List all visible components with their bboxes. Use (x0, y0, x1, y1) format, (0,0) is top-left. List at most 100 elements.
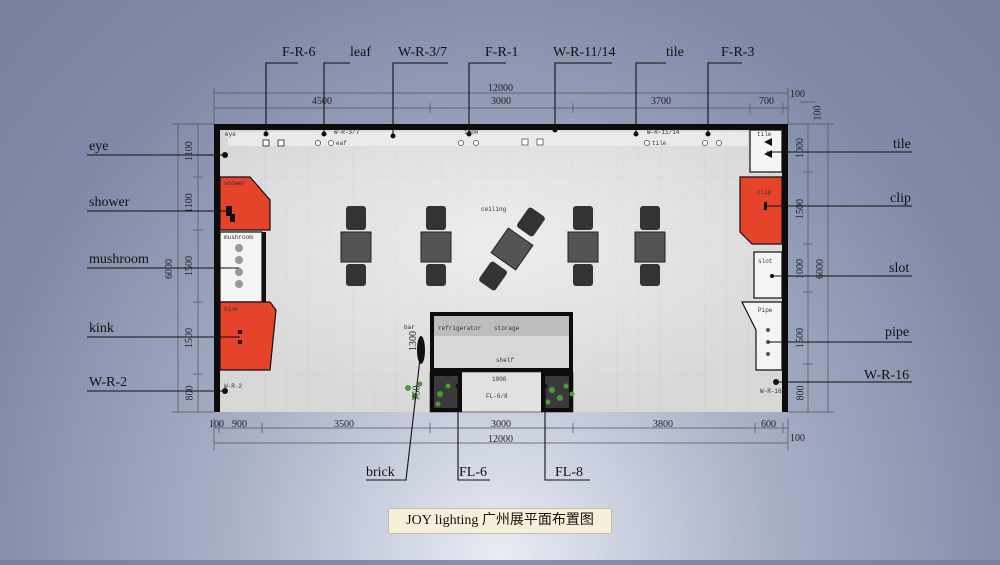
dim-right-seg-5: 800 (795, 385, 807, 401)
dim-left-total: 6000 (164, 259, 175, 279)
dim-bottom-seg-7: 100 (790, 433, 805, 444)
callout-top-w-r-11-14: W-R-11/14 (553, 45, 616, 60)
callout-bottom-brick: brick (366, 465, 395, 480)
clip-booth (739, 176, 783, 245)
tile-fixtures (764, 138, 772, 158)
plan-label-fl-6-8: FL-6/8 (486, 393, 508, 400)
top-light-strip (228, 132, 748, 146)
dim-inner-1000-bottom: 1000 (492, 376, 507, 383)
plan-label-shelf: shelf (496, 357, 515, 364)
plan-label-shower: shower (224, 180, 246, 187)
dim-top-right-v: 100 (812, 105, 824, 121)
callout-left-eye: eye (89, 139, 109, 154)
callout-top-f-r-6: F-R-6 (282, 45, 316, 60)
dim-right-seg-3: 1000 (795, 259, 806, 279)
dim-top-seg-5: 100 (790, 89, 805, 100)
callout-left-w-r-2: W-R-2 (89, 375, 128, 390)
mushroom-light-3 (235, 268, 243, 276)
plan-label-pipe: Pipe (758, 307, 773, 314)
callout-top-f-r-3: F-R-3 (721, 45, 755, 60)
slot-booth (753, 251, 783, 299)
leader-dots (263, 127, 711, 389)
top-fixtures (262, 138, 722, 147)
plan-label-refrigerator: refrigerator (438, 325, 482, 332)
dim-left-seg-3: 1500 (184, 256, 195, 276)
callout-right-slot: slot (889, 261, 910, 276)
plan-label-w-r-16: W-R-16 (760, 388, 782, 395)
pipe-booth (741, 301, 783, 371)
dim-left-seg-5: 800 (184, 385, 196, 401)
storage-block (417, 312, 574, 413)
dim-inner-750: 750 (411, 385, 423, 401)
plan-label-w-r-11-14: W-R-11/14 (647, 129, 680, 136)
dim-bottom-seg-4: 3000 (491, 419, 511, 430)
dim-top-seg-1: 4500 (312, 96, 332, 107)
pipe-fixture-3 (766, 352, 770, 356)
callout-right-tile: tile (893, 137, 911, 152)
callout-right-pipe: pipe (885, 325, 910, 340)
callout-left-shower: shower (89, 195, 130, 210)
table-3-rotated (479, 207, 545, 291)
mushroom-booth-edge (262, 232, 266, 302)
plan-label-slot: slot (758, 258, 773, 265)
mushroom-light-4 (235, 280, 243, 288)
callout-bottom-fl-6: FL-6 (459, 465, 487, 480)
kink-booth (219, 301, 277, 371)
tile-booth (749, 129, 783, 173)
kink-fixture-2 (238, 340, 242, 344)
plan-label-eye: eye (225, 131, 236, 138)
dim-top-total: 12000 (488, 83, 513, 94)
dim-bottom-seg-5: 3800 (653, 419, 673, 430)
pipe-fixture-1 (766, 328, 770, 332)
callout-right-w-r-16: W-R-16 (864, 368, 910, 383)
dim-bottom-seg-2: 900 (232, 419, 247, 430)
plan-label-w-r-2: W-R-2 (224, 383, 243, 390)
callout-left-kink: kink (89, 321, 114, 336)
dim-right-seg-1: 1000 (795, 138, 806, 158)
table-1 (340, 206, 372, 286)
mushroom-light-1 (235, 244, 243, 252)
dim-inner-1000-top: 1000 (464, 129, 479, 136)
mushroom-light-2 (235, 256, 243, 264)
plan-label-leaf: eaf (336, 140, 347, 147)
tables (340, 206, 666, 291)
callout-left-mushroom: mushroom (89, 252, 149, 267)
callout-top-leaf: leaf (350, 45, 371, 60)
plan-label-tile-top: tile (652, 140, 667, 147)
table-5 (634, 206, 666, 286)
plants (405, 381, 575, 407)
dim-left-seg-1: 1100 (183, 141, 195, 161)
plan-label-ceiling: ceiling (481, 206, 507, 213)
mushroom-booth (219, 231, 263, 303)
dim-right-total: 6000 (815, 259, 826, 279)
plan-label-w-r-3-7: W-R-3/7 (334, 129, 360, 136)
dim-bottom-seg-3: 3500 (334, 419, 354, 430)
plan-caption: JOY lighting 广州展平面布置图 (388, 508, 612, 534)
dim-right-seg-2: 1500 (795, 199, 806, 219)
callout-top-tile: tile (666, 45, 684, 60)
table-4 (567, 206, 599, 286)
dim-inner-1300: 1300 (408, 331, 419, 351)
plan-label-storage: storage (494, 325, 520, 332)
callout-top-f-r-1: F-R-1 (485, 45, 519, 60)
kink-fixture-1 (238, 330, 242, 334)
dimension-lines (172, 88, 834, 450)
dim-top-seg-3: 3700 (651, 96, 671, 107)
plan-label-clip: clip (757, 189, 772, 196)
dim-right-seg-4: 1500 (795, 328, 806, 348)
dim-bottom-seg-6: 600 (761, 419, 776, 430)
shower-fixture-2 (230, 214, 235, 222)
callout-top-w-r-3-7: W-R-3/7 (398, 45, 447, 60)
plan-label-bar: bar (404, 324, 415, 331)
dim-top-seg-4: 700 (759, 96, 774, 107)
plan-label-mushroom: mushroom (224, 234, 253, 241)
plan-label-kink: kink (224, 306, 239, 313)
leader-lines (87, 62, 912, 481)
table-2 (420, 206, 452, 286)
callout-right-clip: clip (890, 191, 911, 206)
plan-label-tile: tile (757, 131, 772, 138)
dim-bottom-seg-1: 100 (209, 419, 224, 430)
dim-top-seg-2: 3000 (491, 96, 511, 107)
